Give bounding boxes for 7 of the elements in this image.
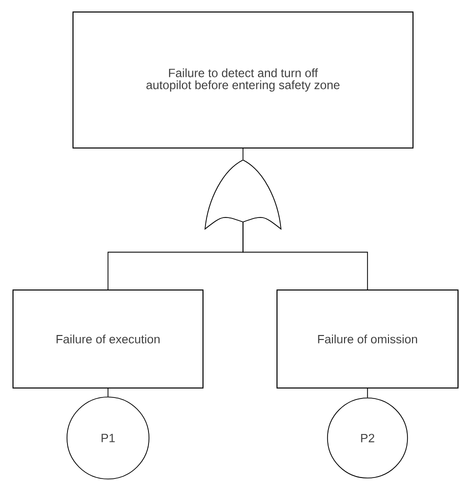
event-box: Failure of omission bbox=[276, 290, 458, 388]
connector-line bbox=[242, 148, 244, 160]
or-gate bbox=[204, 160, 282, 230]
event-box: Failure to detect and turn off autopilot before entering safety zone bbox=[72, 12, 414, 148]
event-box: Failure of execution bbox=[12, 290, 204, 388]
connector-line bbox=[367, 388, 368, 398]
connector-line bbox=[242, 222, 368, 290]
